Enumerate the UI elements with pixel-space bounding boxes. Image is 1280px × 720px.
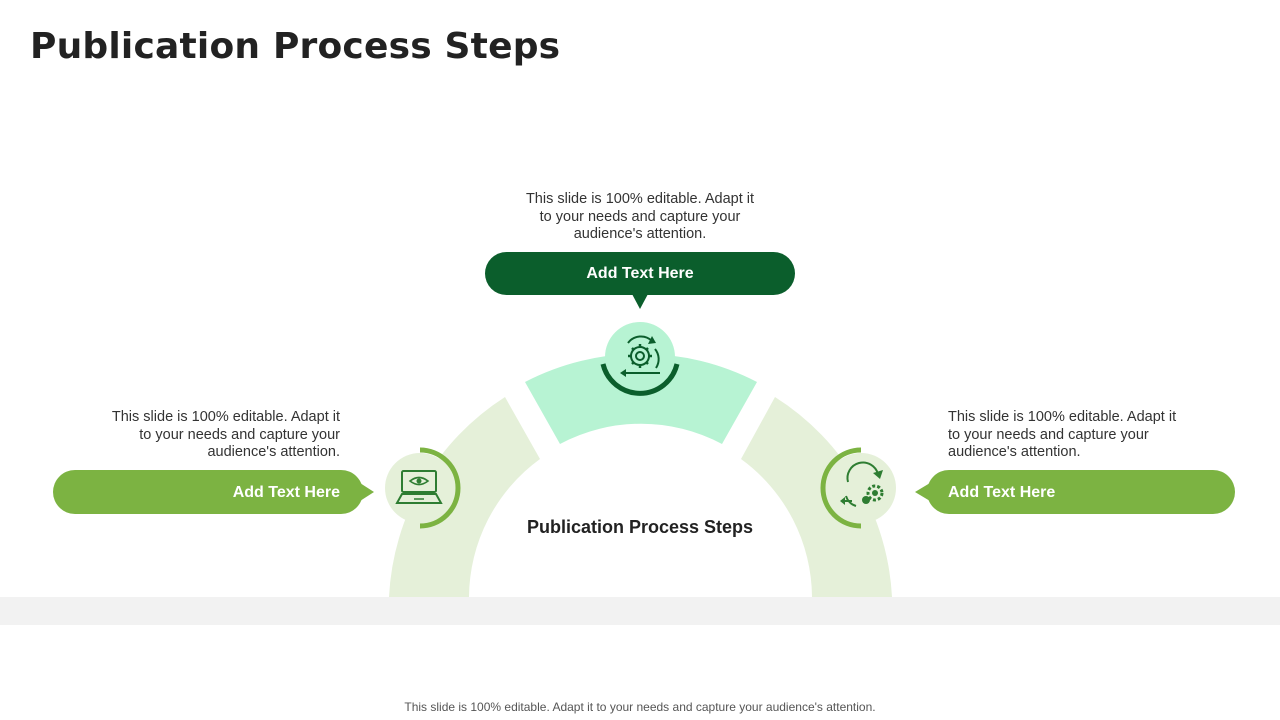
- step-right-label: Add Text Here: [948, 484, 1056, 501]
- gear-refresh-icon: [820, 447, 896, 529]
- footer-note: This slide is 100% editable. Adapt it to…: [404, 700, 876, 714]
- step-right-description: This slide is 100% editable. Adapt it to…: [948, 409, 1177, 460]
- center-label: Publication Process Steps: [526, 517, 754, 537]
- pill-left: [53, 470, 363, 514]
- pill-right-pointer: [915, 483, 930, 501]
- arc-segment-top: [525, 353, 757, 444]
- step-left-description: This slide is 100% editable. Adapt it to…: [111, 409, 340, 460]
- step-left-label: Add Text Here: [232, 484, 340, 501]
- step-top-label: Add Text Here: [586, 265, 694, 282]
- pill-left-pointer: [360, 483, 374, 501]
- step-top-description: This slide is 100% editable. Adapt it to…: [525, 191, 755, 242]
- bottom-band: [0, 597, 1280, 625]
- laptop-eye-icon: [385, 447, 461, 529]
- arc-segment-right: [741, 397, 892, 597]
- arc-segment-left: [389, 397, 540, 597]
- pill-right: [927, 470, 1235, 514]
- page-title: Publication Process Steps: [30, 26, 561, 67]
- cycle-gear-icon: [600, 322, 680, 396]
- pill-top-pointer: [632, 294, 648, 309]
- pill-top: [485, 252, 795, 295]
